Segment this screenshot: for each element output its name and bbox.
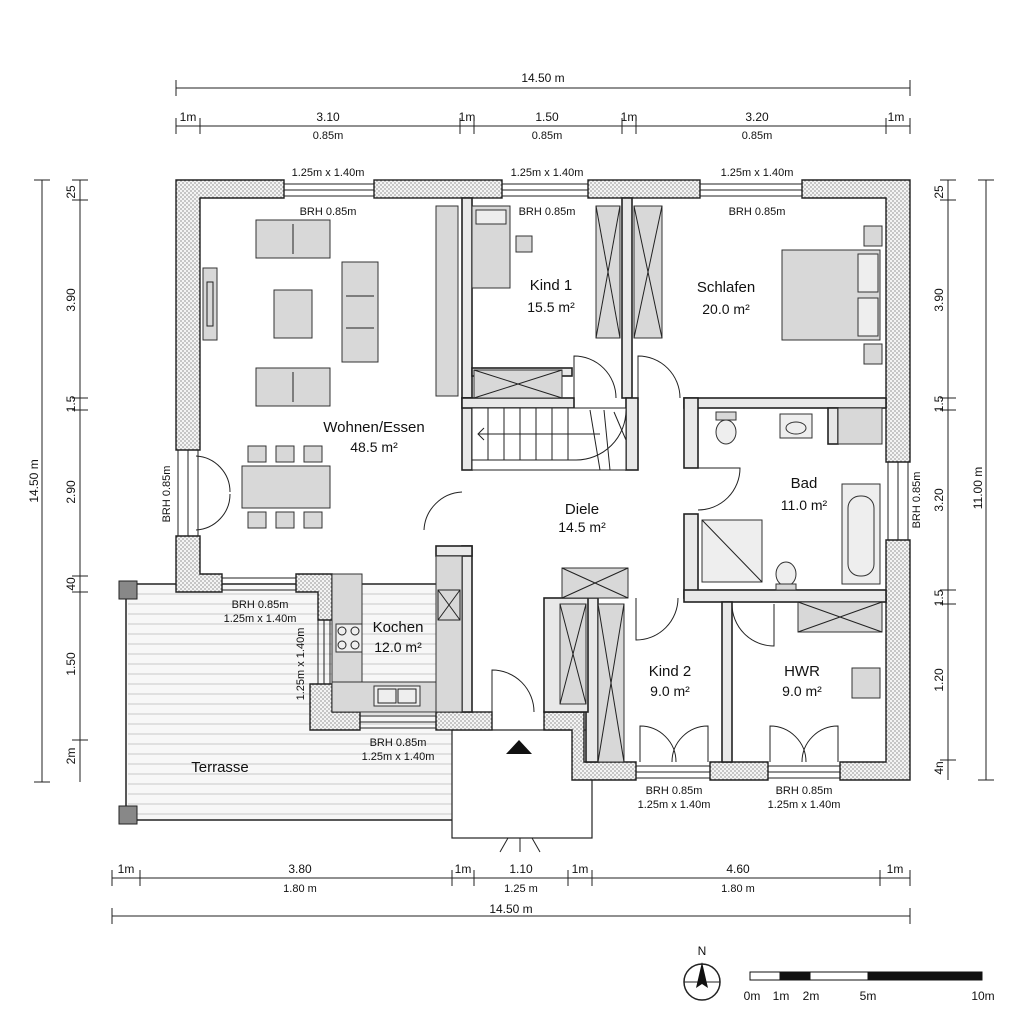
room-area-diele: 14.5 m² — [558, 519, 606, 535]
room-area-hwr: 9.0 m² — [782, 683, 822, 699]
room-name-kind2: Kind 2 — [649, 663, 692, 680]
bottom-seg-5: 1m — [572, 862, 589, 876]
window-size-6: 1.25m x 1.40m — [362, 751, 435, 763]
top-seg-1: 1m — [180, 110, 197, 124]
window-size-2: 1.25m x 1.40m — [511, 167, 584, 179]
staircase — [471, 407, 627, 471]
room-name-kochen: Kochen — [373, 619, 424, 636]
left-total-dim: 14.50 m — [27, 459, 41, 502]
north-label: N — [698, 944, 707, 958]
right-seg-2: 3.90 — [932, 288, 946, 312]
top-total-dim: 14.50 m — [521, 71, 564, 85]
north-arrow-icon — [696, 962, 708, 988]
room-area-kind2: 9.0 m² — [650, 683, 690, 699]
window-size-5: 1.25m x 1.40m — [295, 628, 307, 701]
bottom-sub-2: 1.25 m — [504, 883, 538, 895]
room-area-kochen: 12.0 m² — [374, 639, 422, 655]
bottom-seg-4: 1.10 — [509, 862, 533, 876]
window-size-3: 1.25m x 1.40m — [721, 167, 794, 179]
top-dimensions: 14.50 m 1m 3.10 1m 1.50 1m 3.20 1m 0.85m… — [175, 71, 911, 142]
room-area-bad: 11.0 m² — [781, 497, 828, 513]
left-seg-4: 2.90 — [64, 480, 78, 504]
bottom-seg-1: 1m — [118, 862, 135, 876]
bedroom-furniture — [471, 205, 883, 399]
window-size-1: 1.25m x 1.40m — [292, 167, 365, 179]
north-compass: N — [683, 944, 721, 1001]
right-total-dim: 11.00 m — [971, 467, 985, 509]
window-brh-7: BRH 0.85m — [646, 785, 703, 797]
scale-label-2: 2m — [803, 989, 820, 1003]
bottom-total-dim: 14.50 m — [489, 902, 532, 916]
room-area-kind1: 15.5 m² — [527, 299, 575, 315]
top-seg-2: 3.10 — [316, 110, 340, 124]
bottom-seg-6: 4.60 — [726, 862, 750, 876]
top-seg-7: 1m — [888, 110, 905, 124]
right-dimensions: 11.00 m 25 3.90 1.5 3.20 1.5 1.20 4n — [932, 179, 994, 781]
right-seg-7: 4n — [932, 761, 946, 774]
right-seg-3: 1.5 — [932, 395, 946, 412]
top-seg-5: 1m — [621, 110, 638, 124]
living-furniture — [202, 205, 459, 529]
left-seg-5: 40 — [64, 577, 78, 591]
room-name-terrasse: Terrasse — [191, 759, 249, 776]
window-brh-8: BRH 0.85m — [776, 785, 833, 797]
room-name-diele: Diele — [565, 501, 599, 518]
room-name-schlafen: Schlafen — [697, 279, 755, 296]
entrance-arrow-icon — [506, 740, 532, 754]
right-seg-5: 1.5 — [932, 589, 946, 606]
bottom-sub-1: 1.80 m — [283, 883, 317, 895]
room-area-schlafen: 20.0 m² — [702, 301, 750, 317]
room-area-wohnen: 48.5 m² — [350, 439, 398, 455]
left-seg-1: 25 — [64, 185, 78, 199]
wardrobes — [559, 567, 883, 763]
top-sub-2: 0.85m — [532, 130, 563, 142]
bottom-seg-7: 1m — [887, 862, 904, 876]
window-brh-4: BRH 0.85m — [232, 599, 289, 611]
scale-label-5: 5m — [860, 989, 877, 1003]
top-sub-3: 0.85m — [742, 130, 773, 142]
scale-label-0: 0m — [744, 989, 761, 1003]
top-seg-4: 1.50 — [535, 110, 559, 124]
left-seg-2: 3.90 — [64, 288, 78, 312]
top-seg-6: 3.20 — [745, 110, 769, 124]
bottom-seg-3: 1m — [455, 862, 472, 876]
room-name-wohnen: Wohnen/Essen — [323, 419, 424, 436]
window-brh-1: BRH 0.85m — [300, 206, 357, 218]
room-name-kind1: Kind 1 — [530, 277, 573, 294]
top-sub-1: 0.85m — [313, 130, 344, 142]
right-seg-4: 3.20 — [932, 488, 946, 512]
kitchen-fixtures — [331, 555, 463, 713]
right-seg-1: 25 — [932, 185, 946, 199]
left-seg-7: 2m — [64, 748, 78, 765]
window-size-4: 1.25m x 1.40m — [224, 613, 297, 625]
room-name-bad: Bad — [791, 475, 818, 492]
room-name-hwr: HWR — [784, 663, 820, 680]
window-labels: 1.25m x 1.40m BRH 0.85m 1.25m x 1.40m BR… — [161, 167, 923, 811]
bottom-seg-2: 3.80 — [288, 862, 312, 876]
doors — [423, 355, 839, 763]
right-seg-6: 1.20 — [932, 668, 946, 692]
bottom-sub-3: 1.80 m — [721, 883, 755, 895]
scale-label-10: 10m — [971, 989, 994, 1003]
left-seg-3: 1.5 — [64, 395, 78, 412]
window-size-8: 1.25m x 1.40m — [768, 799, 841, 811]
top-seg-3: 1m — [459, 110, 476, 124]
left-dimensions: 14.50 m 25 3.90 1.5 2.90 40 1.50 2m — [27, 179, 88, 783]
window-brh-3: BRH 0.85m — [729, 206, 786, 218]
scale-label-1: 1m — [773, 989, 790, 1003]
window-brh-6: BRH 0.85m — [370, 737, 427, 749]
room-labels: Wohnen/Essen 48.5 m² Kind 1 15.5 m² Schl… — [191, 277, 827, 776]
left-seg-6: 1.50 — [64, 652, 78, 676]
bath-fixtures — [701, 407, 883, 591]
window-size-7: 1.25m x 1.40m — [638, 799, 711, 811]
scale-bar: 0m 1m 2m 5m 10m — [744, 971, 995, 1003]
window-brh-2: BRH 0.85m — [519, 206, 576, 218]
bottom-dimensions: 1m 3.80 1m 1.10 1m 4.60 1m 1.80 m 1.25 m… — [111, 862, 911, 924]
outer-walls — [175, 179, 911, 781]
window-brh-right: BRH 0.85m — [911, 472, 923, 529]
window-brh-left: BRH 0.85m — [161, 466, 173, 523]
